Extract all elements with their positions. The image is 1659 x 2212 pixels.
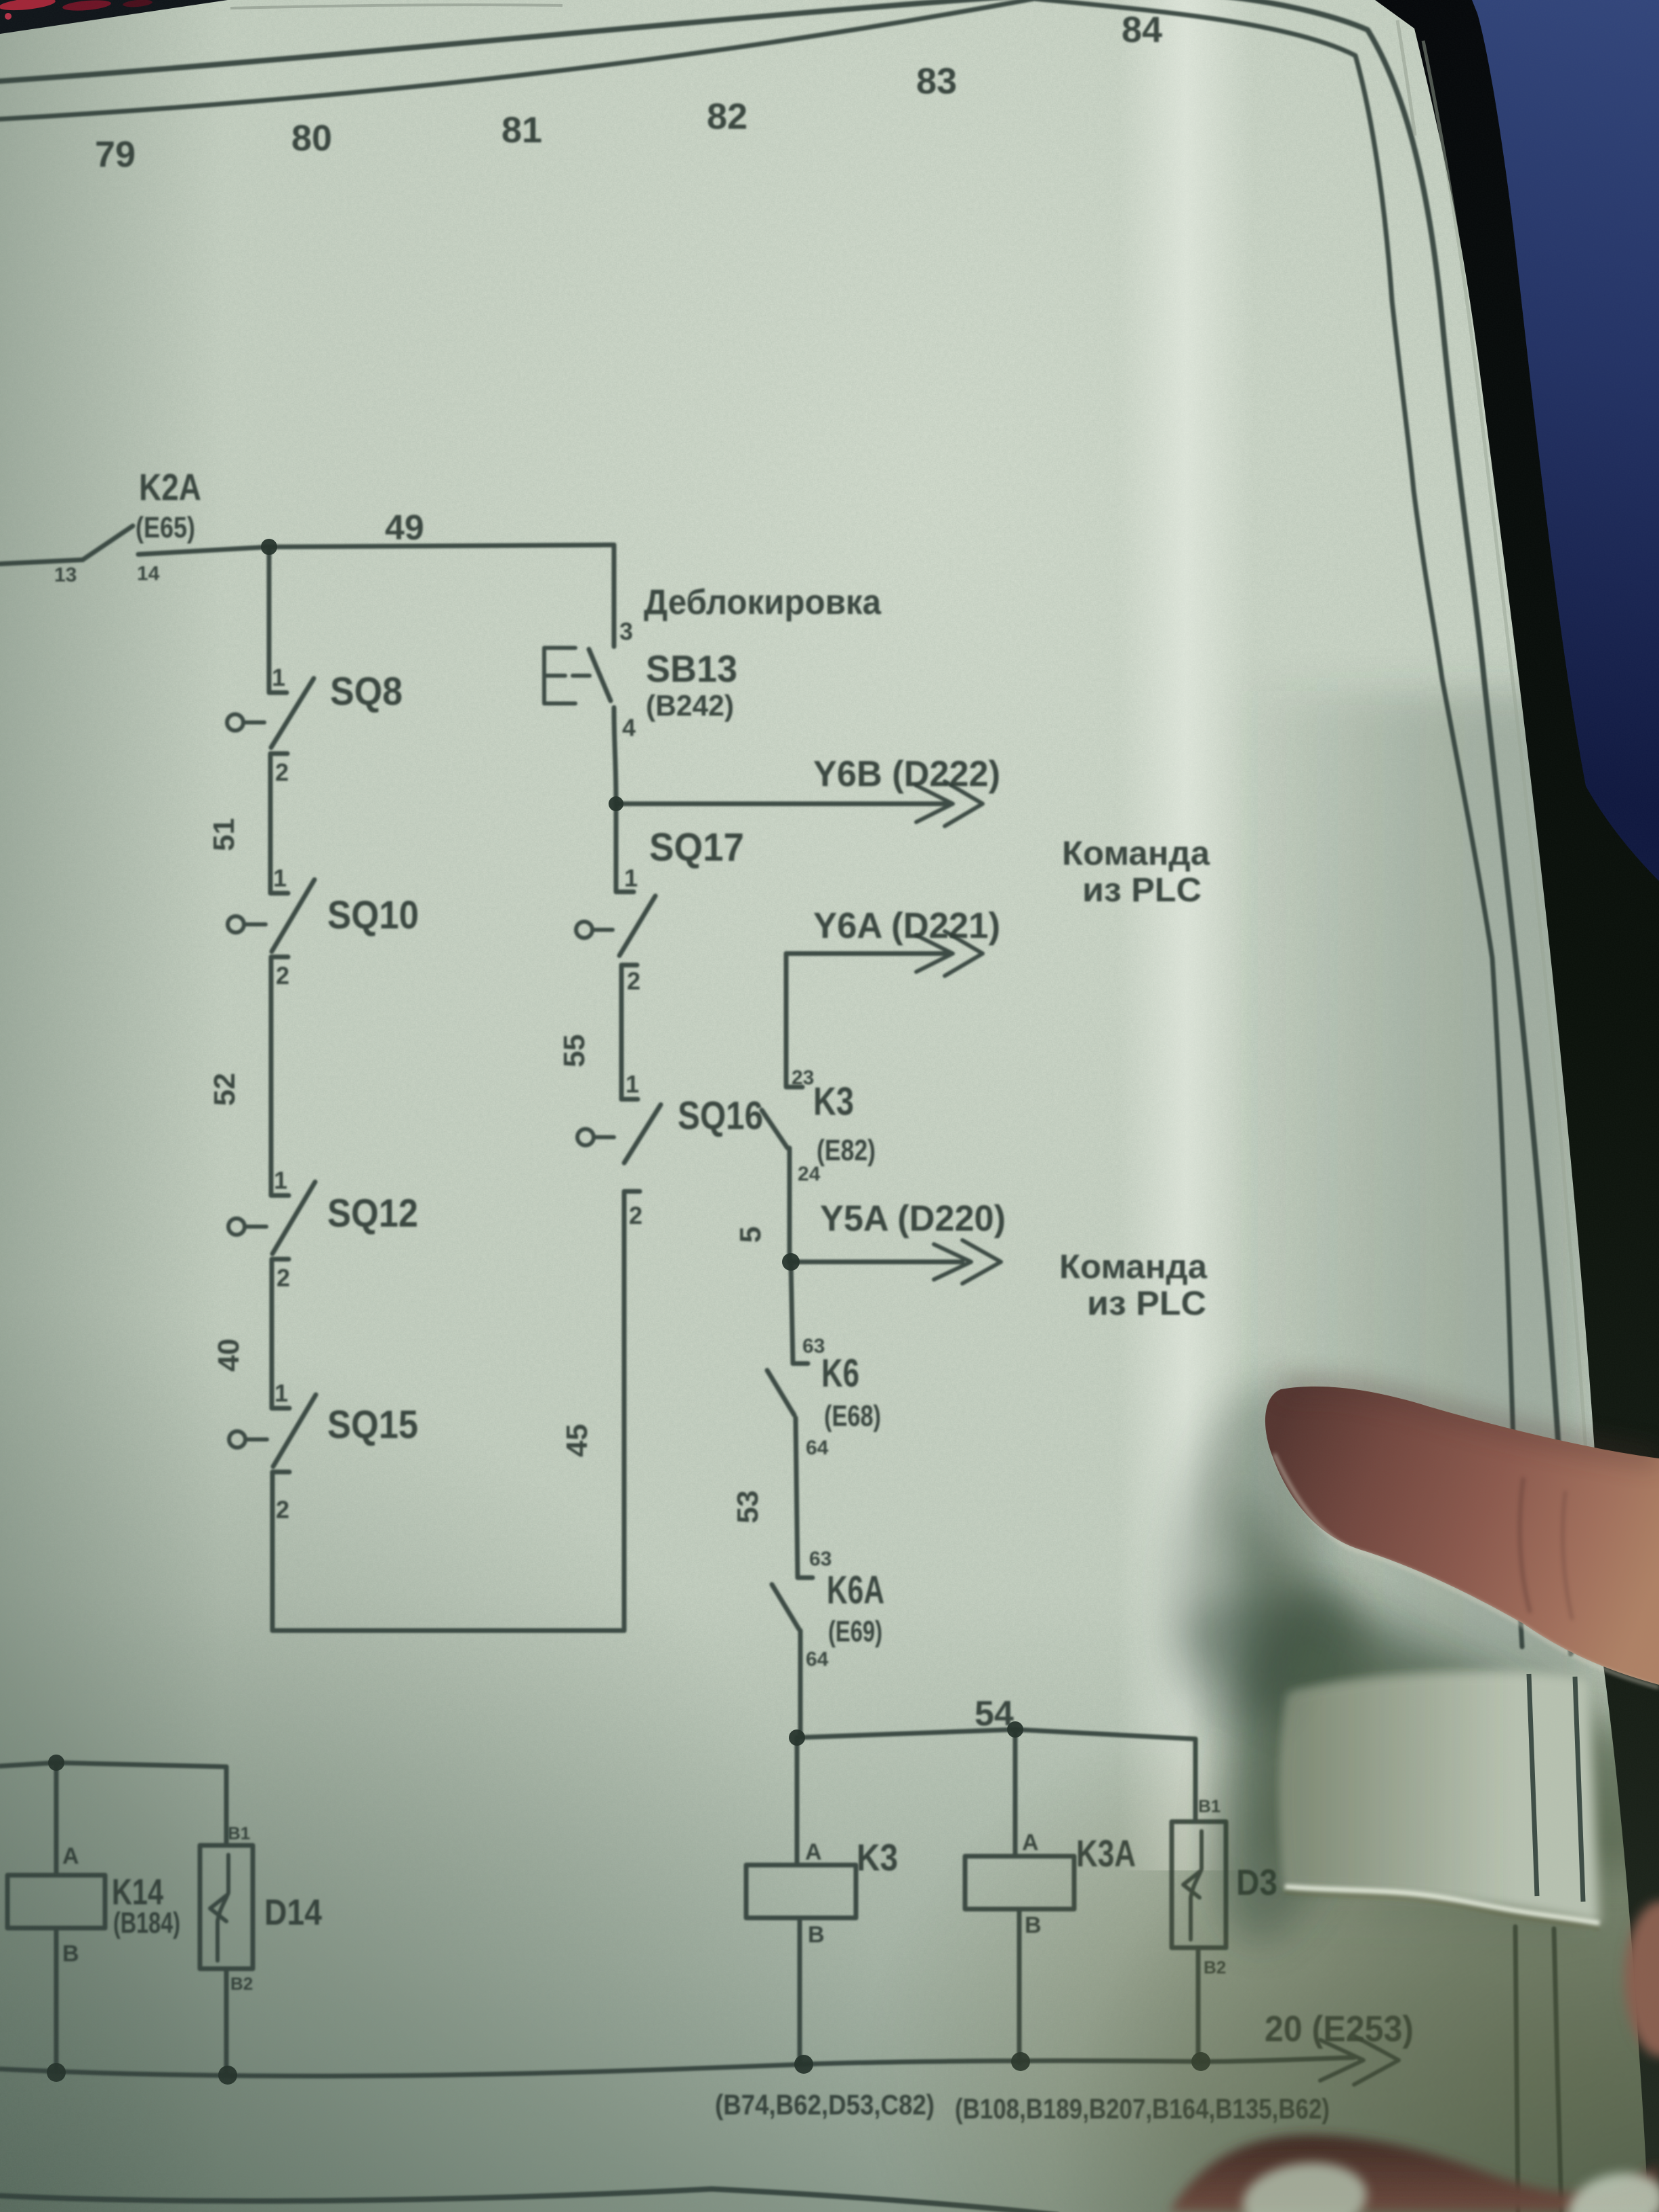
svg-text:13: 13	[54, 564, 77, 586]
svg-text:Y6B (D222): Y6B (D222)	[813, 754, 1000, 794]
svg-text:45: 45	[560, 1424, 594, 1457]
svg-text:51: 51	[207, 818, 241, 851]
svg-text:K3: K3	[813, 1080, 854, 1124]
svg-text:82: 82	[707, 96, 747, 137]
svg-text:D14: D14	[264, 1892, 322, 1933]
svg-text:Y5A (D220): Y5A (D220)	[820, 1198, 1006, 1239]
svg-text:2: 2	[276, 962, 289, 989]
svg-text:53: 53	[731, 1490, 764, 1523]
svg-text:SQ17: SQ17	[649, 825, 744, 869]
svg-text:63: 63	[802, 1335, 825, 1357]
svg-text:79: 79	[95, 134, 136, 175]
svg-text:52: 52	[208, 1073, 241, 1106]
svg-text:SQ15: SQ15	[327, 1403, 418, 1447]
svg-text:55: 55	[558, 1034, 591, 1067]
svg-text:24: 24	[798, 1163, 821, 1185]
svg-text:Деблокировка: Деблокировка	[644, 583, 882, 622]
svg-text:40: 40	[212, 1338, 245, 1372]
svg-text:1: 1	[626, 1070, 639, 1098]
svg-text:из PLC: из PLC	[1082, 871, 1202, 909]
svg-text:Команда: Команда	[1062, 834, 1210, 872]
svg-text:14: 14	[137, 562, 160, 585]
svg-text:B2: B2	[230, 1973, 253, 1994]
svg-text:K2A: K2A	[139, 466, 201, 508]
svg-text:84: 84	[1122, 9, 1162, 50]
svg-text:SB13: SB13	[646, 647, 737, 690]
svg-text:Команда: Команда	[1059, 1248, 1208, 1286]
svg-text:(E82): (E82)	[817, 1134, 876, 1167]
svg-text:SQ12: SQ12	[327, 1191, 418, 1235]
svg-text:2: 2	[627, 967, 640, 995]
svg-text:1: 1	[273, 864, 287, 892]
svg-text:23: 23	[792, 1067, 814, 1089]
svg-text:1: 1	[272, 663, 285, 691]
svg-text:(E68): (E68)	[824, 1399, 881, 1433]
svg-text:2: 2	[629, 1202, 642, 1229]
svg-text:2: 2	[276, 1264, 290, 1292]
svg-text:SQ16: SQ16	[678, 1094, 763, 1138]
svg-text:80: 80	[291, 118, 332, 159]
svg-text:A: A	[62, 1843, 79, 1869]
svg-text:4: 4	[622, 714, 636, 741]
svg-text:K14: K14	[112, 1872, 163, 1912]
svg-text:1: 1	[274, 1166, 287, 1194]
svg-text:2: 2	[275, 758, 289, 786]
svg-text:64: 64	[806, 1437, 829, 1459]
svg-text:SQ10: SQ10	[327, 893, 419, 937]
svg-text:2: 2	[276, 1496, 289, 1523]
svg-text:3: 3	[619, 617, 633, 645]
svg-text:Y6A (D221): Y6A (D221)	[813, 905, 1000, 946]
svg-text:SQ8: SQ8	[330, 670, 403, 714]
svg-text:1: 1	[274, 1379, 288, 1407]
svg-text:83: 83	[916, 61, 957, 102]
svg-text:B1: B1	[228, 1823, 250, 1843]
svg-text:49: 49	[385, 508, 424, 548]
svg-text:(B184): (B184)	[113, 1906, 180, 1940]
svg-text:K6: K6	[821, 1351, 859, 1395]
svg-text:B: B	[62, 1941, 79, 1967]
svg-text:(B242): (B242)	[646, 689, 734, 722]
svg-text:81: 81	[501, 110, 542, 150]
svg-text:из PLC: из PLC	[1087, 1284, 1206, 1322]
svg-text:1: 1	[624, 864, 638, 892]
svg-text:(E65): (E65)	[136, 511, 195, 544]
svg-text:5: 5	[734, 1227, 767, 1243]
